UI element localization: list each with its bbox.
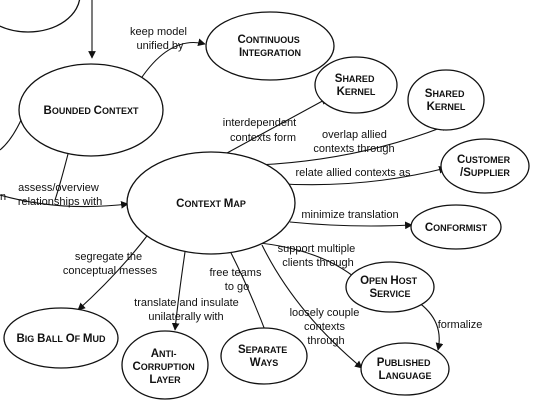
node-customer-supplier-shape xyxy=(440,138,530,194)
node-context-map: CONTEXT MAP xyxy=(176,198,246,210)
node-shared-kernel-2-shape xyxy=(407,69,485,131)
node-shared-kernel-2: SHARED KERNEL xyxy=(425,88,467,113)
node-labels: BOUNDED CONTEXT CONTINUOUS INTEGRATION C… xyxy=(16,34,513,386)
edge-label-overlap-allied: overlap allied contexts through xyxy=(313,129,394,155)
edge-label-segregate: segregate the conceptual messes xyxy=(63,251,158,277)
edge-to-open-host-service xyxy=(249,241,359,281)
node-published-language-shape xyxy=(360,342,450,396)
edge-bounded-context-to-ci xyxy=(139,38,206,81)
edge-bounded-context-to-context-map xyxy=(54,153,69,201)
node-conformist: CONFORMIST xyxy=(425,222,488,234)
node-top-cutoff-shape xyxy=(0,0,81,33)
edge-label-relate-allied: relate allied contexts as xyxy=(296,167,411,179)
edge-label-keep-model-unified: keep model unified by xyxy=(130,26,190,52)
edge-label-formalize: formalize xyxy=(438,319,483,331)
node-open-host-service-shape xyxy=(345,261,435,313)
node-continuous-integration: CONTINUOUS INTEGRATION xyxy=(237,34,302,59)
edge-to-conformist xyxy=(289,221,413,230)
edge-label-cut-left: n xyxy=(0,191,6,203)
edge-left-cutoff xyxy=(0,117,23,151)
edge-to-published-language xyxy=(261,244,363,369)
node-separate-ways: SEPARATE WAYS xyxy=(238,344,290,369)
edge-label-assess-overview: assess/overview relationships with xyxy=(18,182,102,208)
edge-label-loosely-couple: loosely couple contexts through xyxy=(290,307,363,347)
edge-to-anticorruption xyxy=(171,251,186,331)
edge-label-free-teams: free teams to go xyxy=(209,267,264,293)
edge-left-to-context-map xyxy=(0,194,129,209)
edge-to-shared-kernel-2 xyxy=(257,123,449,166)
edge-labels: keep model unified by assess/overview re… xyxy=(0,26,482,347)
node-separate-ways-shape xyxy=(220,327,308,385)
edge-label-translate-insulate: translate and insulate unilaterally with xyxy=(134,297,242,323)
node-big-ball-of-mud: BIG BALL OF MUD xyxy=(16,333,106,345)
node-bounded-context: BOUNDED CONTEXT xyxy=(44,105,139,117)
node-shared-kernel-1-shape xyxy=(314,56,398,114)
edge-label-minimize-translation: minimize translation xyxy=(301,209,398,221)
node-customer-supplier: CUSTOMER /SUPPLIER xyxy=(457,154,513,179)
node-context-map-shape xyxy=(126,151,296,255)
node-anticorruption-layer-shape xyxy=(121,330,209,400)
edge-label-interdependent: interdependent contexts form xyxy=(223,117,299,144)
node-conformist-shape xyxy=(410,204,502,250)
node-anticorruption-layer: ANTI- CORRUPTION LAYER xyxy=(132,348,197,386)
node-shared-kernel-1: SHARED KERNEL xyxy=(335,73,377,98)
node-big-ball-of-mud-shape xyxy=(3,307,119,369)
node-bounded-context-shape xyxy=(18,63,164,157)
edge-label-support-multiple: support multiple clients through xyxy=(278,243,359,269)
node-continuous-integration-shape xyxy=(205,11,335,81)
edge-to-big-ball-of-mud xyxy=(77,231,151,311)
node-published-language: PUBLISHED LANGUAGE xyxy=(377,357,433,382)
node-open-host-service: OPEN HOST SERVICE xyxy=(360,275,420,300)
